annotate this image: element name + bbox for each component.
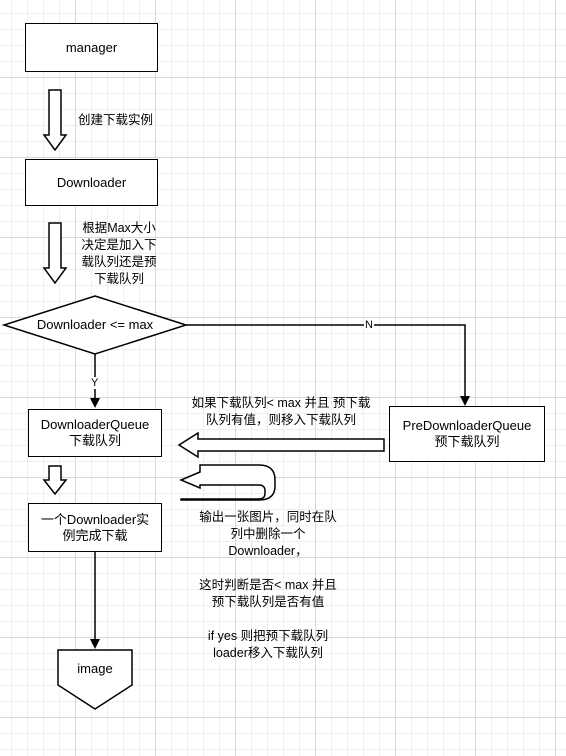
annotation-output: 输出一张图片，同时在队 列中删除一个 Downloader， 这时判断是否< m…: [199, 510, 337, 660]
no-label: N: [364, 319, 374, 331]
complete-label-2: 例完成下载: [62, 527, 128, 543]
manager-node: manager: [25, 23, 158, 72]
pre-queue-label-2: 预下载队列: [434, 434, 500, 449]
image-shape: [57, 649, 133, 710]
annotation-decide: 根据Max大小 决定是加入下 载队列还是预 下载队列: [81, 221, 157, 286]
yes-arrowhead: [90, 398, 100, 408]
complete-label-1: 一个Downloader实: [40, 511, 150, 527]
manager-node-label: manager: [65, 39, 118, 55]
image-arrowhead: [90, 639, 100, 649]
downloader-node: Downloader: [25, 159, 158, 206]
annotation-move: 如果下载队列< max 并且 预下载 队列有值，则移入下载队列: [191, 396, 371, 427]
downloader-queue-label-2: 下载队列: [68, 433, 121, 448]
hollow-arrow-create: [42, 89, 68, 152]
pre-downloader-queue-node: PreDownloaderQueue 预下载队列: [389, 406, 545, 462]
u-turn-arrow: [179, 464, 276, 501]
annotation-create: 创建下载实例: [78, 113, 154, 127]
hollow-arrow-complete: [42, 465, 68, 496]
decision-label: Downloader <= max: [36, 317, 154, 332]
no-arrowhead: [460, 396, 470, 406]
downloader-queue-label-1: DownloaderQueue: [40, 417, 150, 432]
hollow-arrow-decide: [42, 222, 68, 285]
no-connector: [186, 324, 466, 396]
downloader-node-label: Downloader: [56, 174, 127, 190]
downloader-queue-node: DownloaderQueue 下载队列: [28, 409, 162, 457]
pre-queue-label-1: PreDownloaderQueue: [402, 418, 532, 433]
hollow-arrow-move: [177, 431, 385, 459]
image-node-label: image: [77, 661, 113, 676]
yes-label: Y: [90, 377, 100, 389]
download-complete-node: 一个Downloader实 例完成下载: [28, 503, 162, 552]
